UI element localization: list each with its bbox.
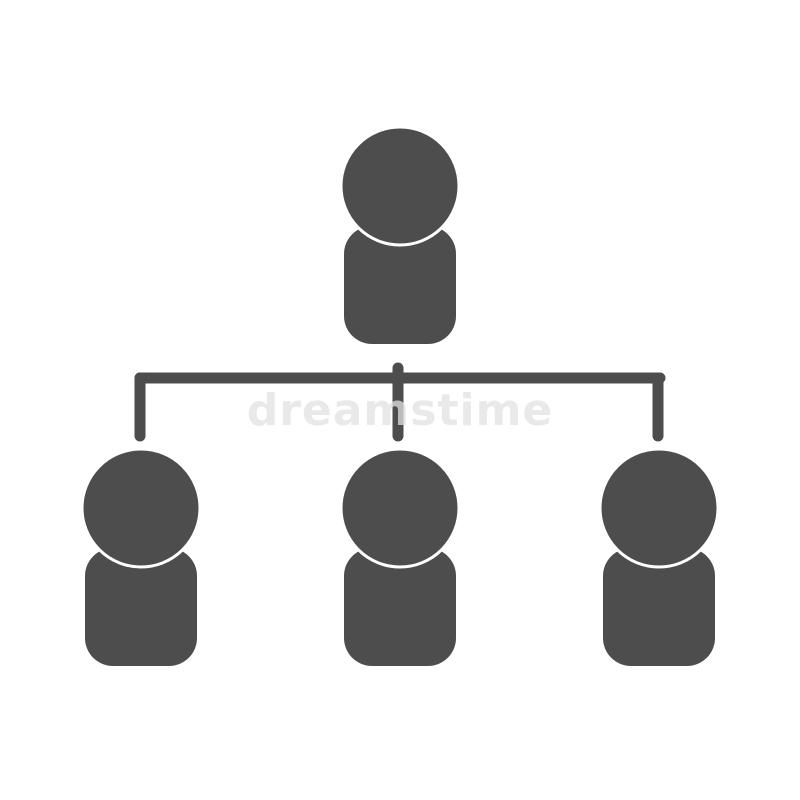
person-icon-bottom-left bbox=[80, 447, 202, 666]
person-head bbox=[339, 125, 461, 247]
person-icon-top bbox=[339, 125, 461, 344]
person-icon-bottom-right bbox=[598, 447, 720, 666]
person-body bbox=[603, 548, 715, 666]
person-head bbox=[598, 447, 720, 569]
person-body bbox=[344, 548, 456, 666]
person-body bbox=[85, 548, 197, 666]
person-head bbox=[339, 447, 461, 569]
connector-lines bbox=[134, 362, 666, 442]
person-icon-bottom-middle bbox=[339, 447, 461, 666]
person-body bbox=[344, 226, 456, 344]
person-head bbox=[80, 447, 202, 569]
